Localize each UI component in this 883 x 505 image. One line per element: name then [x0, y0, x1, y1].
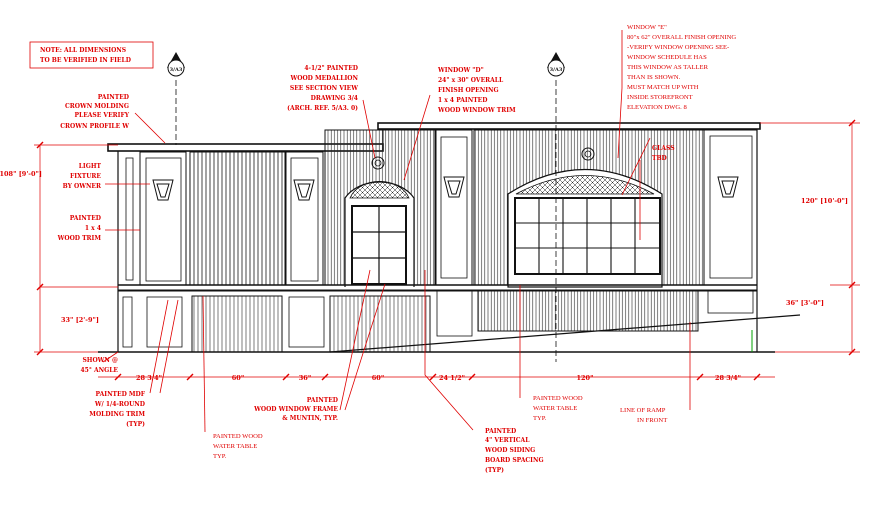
right-cornice	[377, 122, 761, 130]
svg-text:BY OWNER: BY OWNER	[63, 183, 102, 190]
svg-text:WOOD MEDALLION: WOOD MEDALLION	[289, 75, 358, 82]
medallion-right	[581, 147, 595, 161]
svg-text:3/A3: 3/A3	[170, 67, 183, 73]
svg-text:ELEVATION DWG. 8: ELEVATION DWG. 8	[627, 104, 687, 111]
svg-text:NOTE: ALL DIMENSIONS: NOTE: ALL DIMENSIONS	[40, 47, 126, 54]
svg-text:3/A3: 3/A3	[550, 67, 563, 73]
note-shown-angle: SHOWN @ 45° ANGLE	[81, 357, 119, 374]
svg-text:INSIDE STOREFRONT: INSIDE STOREFRONT	[627, 94, 693, 101]
dim-overall-right: 120" [10'-0"]	[801, 197, 848, 205]
building-elevation	[98, 122, 801, 353]
svg-text:FIXTURE: FIXTURE	[70, 173, 101, 180]
svg-text:PAINTED WOOD: PAINTED WOOD	[213, 433, 263, 440]
ramp-line	[329, 314, 801, 353]
svg-text:PAINTED: PAINTED	[70, 215, 101, 222]
note-painted-mdf: PAINTED MDF W/ 1/4-ROUND MOLDING TRIM (T…	[89, 391, 145, 428]
note-ramp: LINE OF RAMP IN FRONT	[620, 407, 667, 424]
svg-text:PAINTED: PAINTED	[307, 397, 338, 404]
svg-text:80"x 62" OVERALL FINISH OPENIN: 80"x 62" OVERALL FINISH OPENING	[627, 34, 736, 41]
note-window-d: WINDOW "D" 24" x 30" OVERALL FINISH OPEN…	[437, 67, 516, 114]
dimensions-note: NOTE: ALL DIMENSIONS TO BE VERIFIED IN F…	[29, 41, 154, 69]
medallion-left	[371, 156, 385, 170]
svg-text:CROWN PROFILE W: CROWN PROFILE W	[60, 123, 129, 130]
section-marker-right: 3/A3	[547, 52, 565, 362]
svg-text:GLASS: GLASS	[652, 145, 675, 152]
section-marker-left: 3/A3	[167, 52, 185, 145]
svg-text:PAINTED MDF: PAINTED MDF	[96, 391, 146, 398]
svg-text:DRAWING 3/4: DRAWING 3/4	[311, 95, 358, 102]
svg-text:CROWN MOLDING: CROWN MOLDING	[65, 103, 129, 110]
svg-text:BOARD SPACING: BOARD SPACING	[485, 457, 544, 464]
note-water-table-right: PAINTED WOOD WATER TABLE TYP.	[533, 395, 583, 422]
svg-text:(TYP): (TYP)	[126, 421, 145, 428]
svg-text:PLEASE VERIFY: PLEASE VERIFY	[74, 112, 129, 119]
svg-text:24 1/2": 24 1/2"	[439, 374, 465, 382]
dim-lower-right: 36" [3'-0"]	[786, 299, 824, 307]
dim-lower-left: 33" [2'-9"]	[61, 316, 99, 324]
bottom-dimensions: 28 3/4" 60" 36" 60" 24 1/2" 120" 28 3/4"	[136, 374, 741, 382]
svg-text:1 x 4: 1 x 4	[85, 225, 101, 232]
note-window-e: WINDOW "E" 80"x 62" OVERALL FINISH OPENI…	[627, 24, 736, 111]
svg-text:SEE SECTION VIEW: SEE SECTION VIEW	[290, 85, 358, 92]
svg-text:W/ 1/4-ROUND: W/ 1/4-ROUND	[94, 401, 145, 408]
svg-text:4-1/2" PAINTED: 4-1/2" PAINTED	[304, 65, 358, 72]
svg-text:60": 60"	[372, 374, 384, 382]
svg-text:-VERIFY WINDOW OPENING SEE-: -VERIFY WINDOW OPENING SEE-	[627, 44, 729, 51]
note-painted-trim: PAINTED 1 x 4 WOOD TRIM	[57, 215, 102, 242]
svg-text:& MUNTIN, TYP.: & MUNTIN, TYP.	[282, 415, 338, 422]
svg-text:(ARCH. REF. 5/A3. 0): (ARCH. REF. 5/A3. 0)	[287, 105, 358, 112]
svg-text:IN FRONT: IN FRONT	[637, 417, 667, 424]
svg-text:(TYP): (TYP)	[485, 467, 504, 474]
svg-text:PAINTED: PAINTED	[485, 428, 516, 435]
note-medallion: 4-1/2" PAINTED WOOD MEDALLION SEE SECTIO…	[287, 65, 358, 112]
dimension-lines	[34, 119, 860, 381]
note-crown-molding: PAINTED CROWN MOLDING PLEASE VERIFY CROW…	[60, 94, 129, 130]
svg-text:28 3/4": 28 3/4"	[136, 374, 162, 382]
svg-text:28 3/4": 28 3/4"	[715, 374, 741, 382]
light-fixtures	[152, 176, 739, 201]
svg-text:WINDOW "E": WINDOW "E"	[627, 24, 667, 31]
svg-text:THIS WINDOW AS TALLER: THIS WINDOW AS TALLER	[627, 64, 709, 71]
svg-text:SHOWN @: SHOWN @	[82, 357, 118, 364]
leader-lines	[102, 30, 691, 433]
svg-text:4" VERTICAL: 4" VERTICAL	[485, 437, 530, 444]
note-light-fixture: LIGHT FIXTURE BY OWNER	[63, 163, 102, 190]
note-glass: GLASS TBD	[652, 145, 675, 162]
svg-text:WOOD WINDOW FRAME: WOOD WINDOW FRAME	[253, 406, 338, 413]
svg-text:PAINTED: PAINTED	[98, 94, 129, 101]
svg-text:WINDOW SCHEDULE HAS: WINDOW SCHEDULE HAS	[627, 54, 707, 61]
svg-text:WATER TABLE: WATER TABLE	[213, 443, 257, 450]
note-water-table-left: PAINTED WOOD WATER TABLE TYP.	[213, 433, 263, 460]
svg-text:WOOD SIDING: WOOD SIDING	[484, 447, 535, 454]
svg-text:120": 120"	[577, 374, 594, 382]
svg-text:LINE OF RAMP: LINE OF RAMP	[620, 407, 666, 414]
note-window-frame: PAINTED WOOD WINDOW FRAME & MUNTIN, TYP.	[253, 397, 338, 422]
svg-text:MOLDING TRIM: MOLDING TRIM	[89, 411, 145, 418]
svg-text:45° ANGLE: 45° ANGLE	[81, 367, 119, 374]
svg-text:24" x 30" OVERALL: 24" x 30" OVERALL	[438, 77, 504, 84]
svg-text:60": 60"	[232, 374, 244, 382]
svg-text:MUST MATCH UP WITH: MUST MATCH UP WITH	[627, 84, 699, 91]
dim-overall-left: 108" [9'-0"]	[0, 170, 42, 178]
svg-text:TYP.: TYP.	[533, 415, 547, 422]
svg-text:TYP.: TYP.	[213, 453, 227, 460]
svg-text:THAN IS SHOWN.: THAN IS SHOWN.	[627, 74, 681, 81]
svg-text:36": 36"	[299, 374, 311, 382]
svg-text:WOOD TRIM: WOOD TRIM	[57, 235, 102, 242]
svg-text:1 x 4 PAINTED: 1 x 4 PAINTED	[438, 97, 487, 104]
svg-text:TO BE VERIFIED IN FIELD: TO BE VERIFIED IN FIELD	[40, 57, 131, 64]
svg-text:PAINTED WOOD: PAINTED WOOD	[533, 395, 583, 402]
svg-text:WOOD WINDOW TRIM: WOOD WINDOW TRIM	[437, 107, 516, 114]
svg-text:LIGHT: LIGHT	[79, 163, 102, 170]
svg-text:WINDOW "D": WINDOW "D"	[437, 67, 484, 74]
note-vertical-siding: PAINTED 4" VERTICAL WOOD SIDING BOARD SP…	[484, 428, 544, 474]
svg-text:WATER TABLE: WATER TABLE	[533, 405, 577, 412]
svg-text:TBD: TBD	[652, 155, 667, 162]
svg-text:FINISH OPENING: FINISH OPENING	[438, 87, 499, 94]
left-panel	[139, 151, 187, 286]
